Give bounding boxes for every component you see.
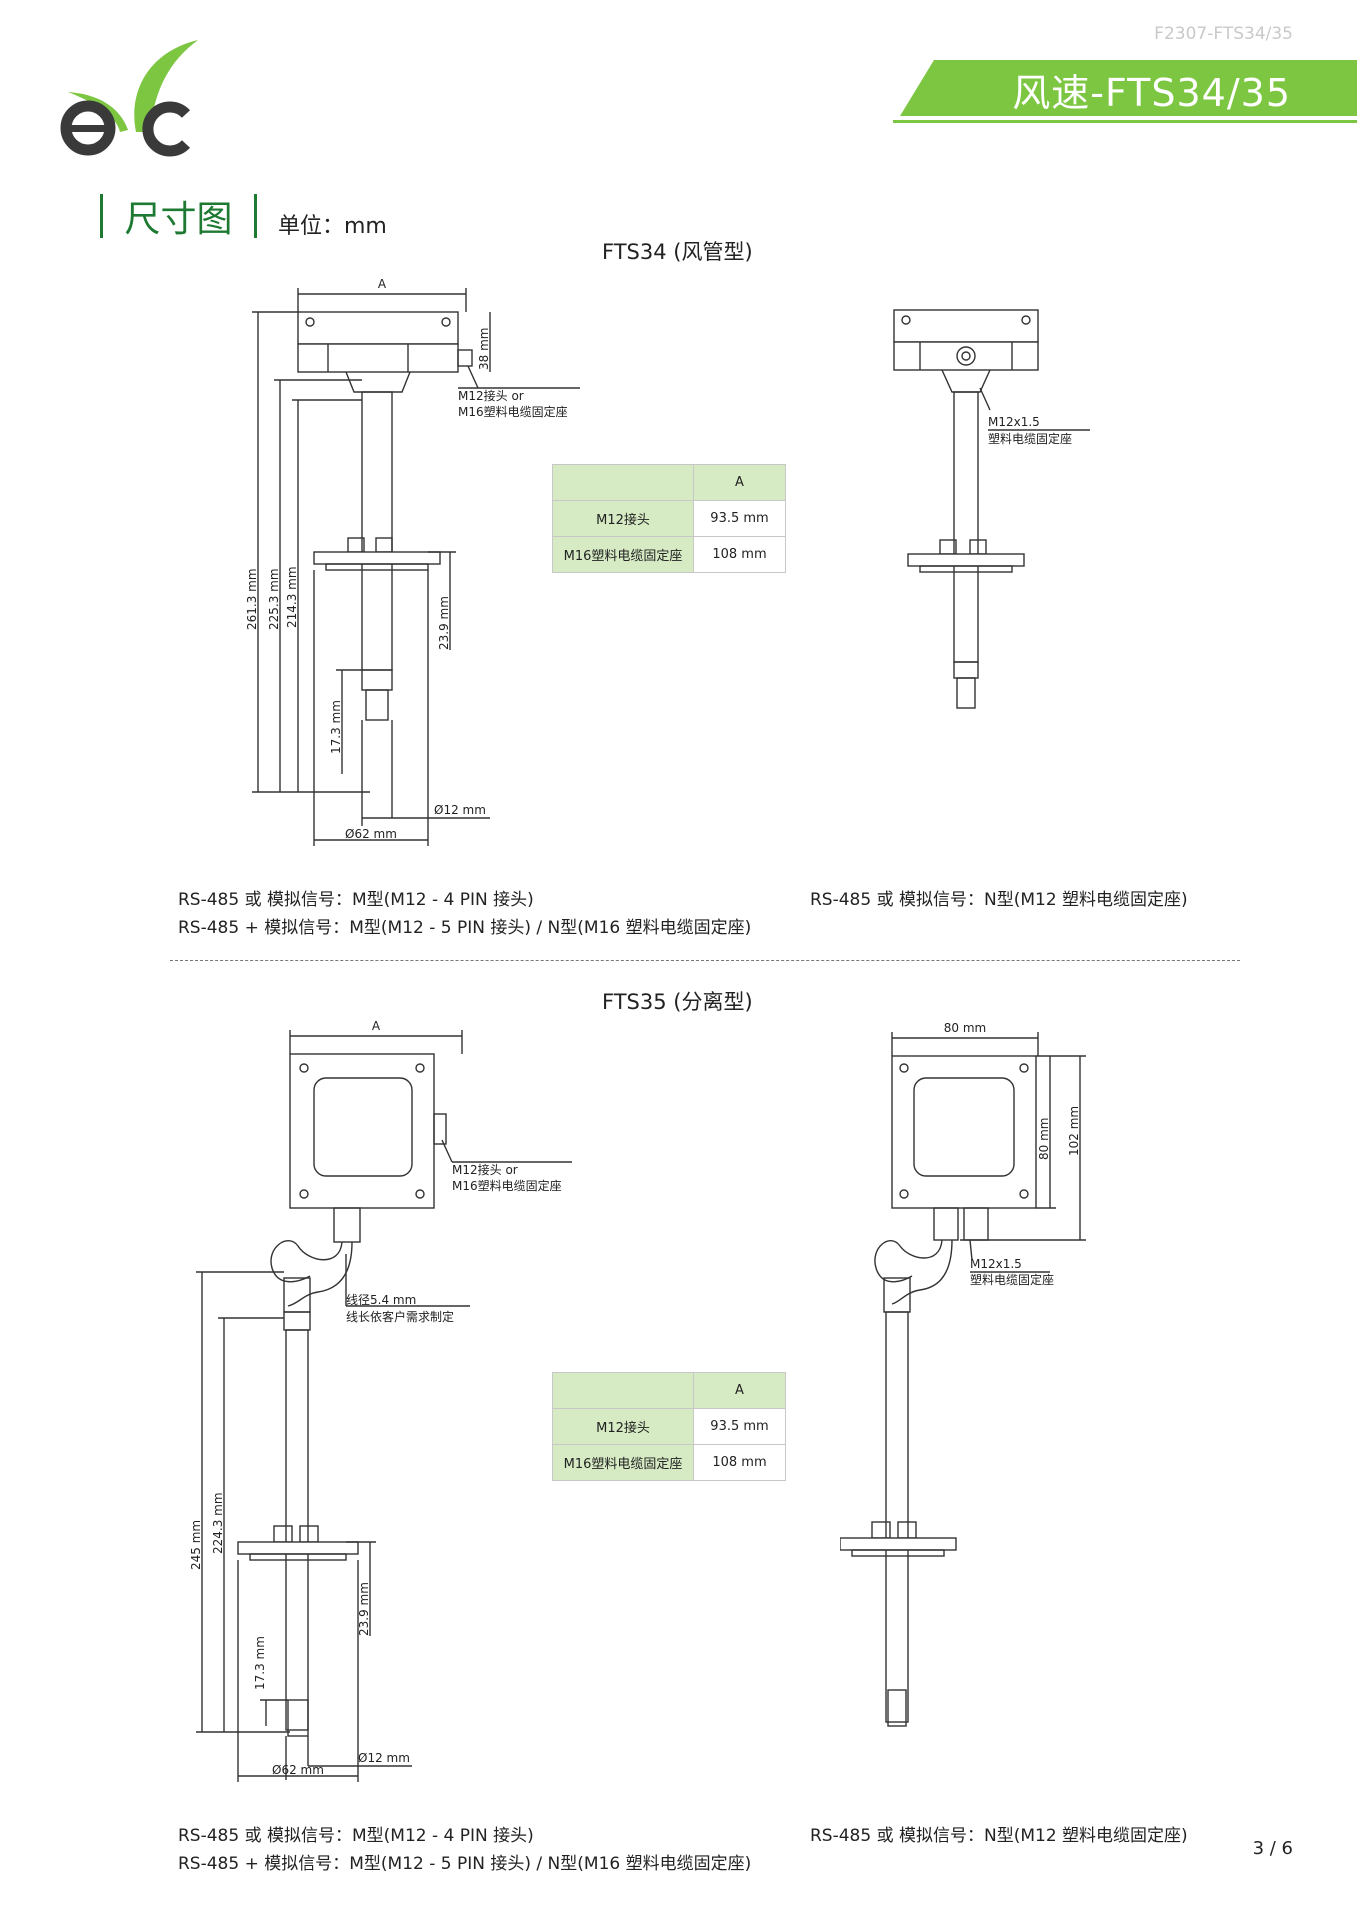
fts34-title: FTS34 (风管型)	[602, 240, 753, 264]
section-heading-text: 尺寸图	[124, 199, 233, 240]
fts34-dim-a: A	[378, 277, 387, 291]
fts35-note-right: RS-485 或 模拟信号：N型(M12 塑料电缆固定座)	[810, 1826, 1188, 1846]
table-row: M16塑料电缆固定座 108 mm	[552, 1444, 786, 1481]
table-row: A	[552, 1372, 786, 1409]
title-underline	[893, 120, 1357, 123]
fts35-dim-239: 23.9 mm	[357, 1582, 371, 1636]
fts34-dim-2253: 225.3 mm	[267, 568, 281, 630]
table-row: M12接头 93.5 mm	[552, 500, 786, 537]
company-logo	[60, 40, 198, 157]
fts34-spec-table: A M12接头 93.5 mm M16塑料电缆固定座 108 mm	[552, 464, 786, 573]
fts35-drawing-m: A M12接头 or M16塑料电缆固定座 线径5.4 mm 线长依客户需求制定…	[189, 1019, 572, 1782]
page-title: 风速-FTS34/35	[1012, 71, 1291, 115]
table-row: A	[552, 464, 786, 501]
fts35-n-conn-label-2: 塑料电缆固定座	[970, 1272, 1054, 1287]
fts35-dim-a: A	[372, 1019, 381, 1033]
fts34-n-conn-label-2: 塑料电缆固定座	[988, 431, 1072, 446]
fts35-dim-245: 245 mm	[189, 1520, 203, 1570]
table-row: M12接头 93.5 mm	[552, 1408, 786, 1445]
fts35-conn-label-2: M16塑料电缆固定座	[452, 1178, 562, 1193]
page-number: 3 / 6	[1252, 1838, 1293, 1859]
fts35-title: FTS35 (分离型)	[602, 990, 753, 1014]
fts34-dim-2613: 261.3 mm	[245, 568, 259, 630]
fts35-drawing-n: 80 mm 80 mm 102 mm M12x1.5 塑料电缆固定座	[840, 1021, 1086, 1727]
fts34-dim-239: 23.9 mm	[437, 596, 451, 650]
section-divider	[170, 960, 1240, 961]
fts34-dim-173: 17.3 mm	[329, 700, 343, 754]
section-heading: 尺寸图	[100, 190, 257, 242]
fts35-dim-173: 17.3 mm	[253, 1636, 267, 1690]
fts34-note-left-2: RS-485 + 模拟信号：M型(M12 - 5 PIN 接头) / N型(M1…	[178, 918, 752, 938]
fts34-table-header: A	[693, 464, 786, 501]
fts34-n-conn-label: M12x1.5	[988, 415, 1040, 429]
fts35-table-header: A	[693, 1372, 786, 1409]
fts35-dim-2243: 224.3 mm	[211, 1492, 225, 1554]
fts35-n-conn-label: M12x1.5	[970, 1257, 1022, 1271]
fts35-dim-h80: 80 mm	[1037, 1118, 1051, 1160]
fts34-drawing-m: A 38 mm M12接头 or M16塑料电缆固定座 261.3 mm 225…	[245, 277, 580, 846]
heading-bar-right	[253, 194, 257, 238]
fts35-dim-w80: 80 mm	[944, 1021, 986, 1035]
heading-bar-left	[100, 194, 103, 238]
fts35-cable-label-2: 线长依客户需求制定	[346, 1309, 454, 1324]
fts34-dim-38: 38 mm	[477, 328, 491, 370]
fts34-note-left-1: RS-485 或 模拟信号：M型(M12 - 4 PIN 接头)	[178, 890, 534, 910]
fts35-dim-d62: Ø62 mm	[272, 1763, 324, 1777]
document-code: F2307-FTS34/35	[1154, 24, 1293, 44]
fts34-note-right: RS-485 或 模拟信号：N型(M12 塑料电缆固定座)	[810, 890, 1188, 910]
fts34-dim-d62: Ø62 mm	[345, 827, 397, 841]
fts34-dim-d12: Ø12 mm	[434, 803, 486, 817]
title-banner	[900, 60, 1357, 116]
fts35-dim-d12: Ø12 mm	[358, 1751, 410, 1765]
table-row: M16塑料电缆固定座 108 mm	[552, 536, 786, 573]
fts35-dim-h102: 102 mm	[1067, 1106, 1081, 1156]
fts35-cable-label: 线径5.4 mm	[346, 1293, 416, 1307]
fts34-dim-2143: 214.3 mm	[285, 566, 299, 628]
fts35-spec-table: A M12接头 93.5 mm M16塑料电缆固定座 108 mm	[552, 1372, 786, 1481]
fts34-conn-label: M12接头 or	[458, 388, 524, 403]
fts35-note-left-1: RS-485 或 模拟信号：M型(M12 - 4 PIN 接头)	[178, 1826, 534, 1846]
fts34-drawing-n: M12x1.5 塑料电缆固定座	[893, 309, 1090, 709]
fts35-note-left-2: RS-485 + 模拟信号：M型(M12 - 5 PIN 接头) / N型(M1…	[178, 1854, 752, 1874]
fts35-conn-label: M12接头 or	[452, 1162, 518, 1177]
unit-label: 单位：mm	[278, 214, 387, 239]
fts34-conn-label-2: M16塑料电缆固定座	[458, 404, 568, 419]
